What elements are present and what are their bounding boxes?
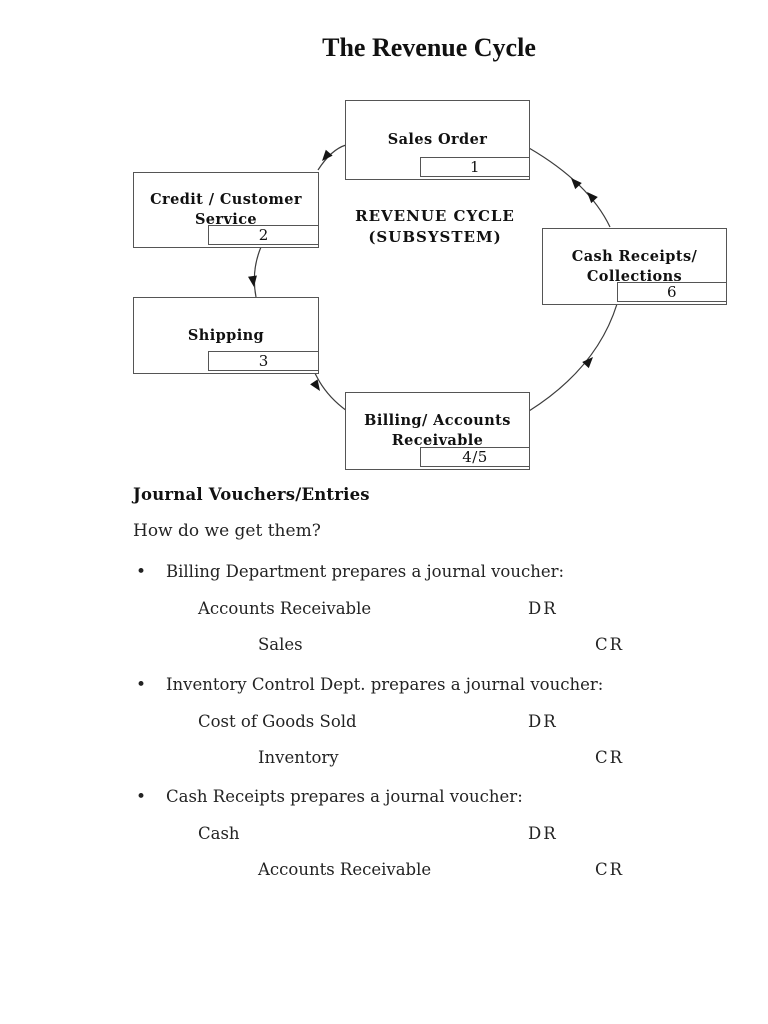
diagram-box-credit-customer-service: Credit / Customer Service 2 — [133, 172, 319, 248]
box-label: Credit / Customer — [150, 191, 302, 208]
page-title: The Revenue Cycle — [322, 33, 536, 62]
entry-description: Inventory Control Dept. prepares a journ… — [166, 675, 604, 694]
box-number: 4/5 — [462, 448, 488, 466]
credit-account: Accounts Receivable — [258, 860, 432, 879]
debit-side-label: DR — [528, 824, 558, 843]
debit-side-label: DR — [528, 712, 558, 731]
box-label: Billing/ Accounts — [364, 412, 511, 429]
debit-account: Accounts Receivable — [198, 599, 372, 618]
journal-entry-billing: • Billing Department prepares a journal … — [133, 561, 713, 661]
diagram-box-sales-order: Sales Order 1 — [345, 100, 530, 180]
arrowhead — [248, 275, 257, 287]
box-number-tab: 4/5 — [420, 447, 530, 467]
journal-entry-inventory-control: • Inventory Control Dept. prepares a jou… — [133, 674, 713, 774]
diagram-box-billing-accounts-receivable: Billing/ Accounts Receivable 4/5 — [345, 392, 530, 470]
arrowhead — [310, 379, 320, 391]
bullet-icon: • — [136, 787, 147, 807]
revenue-cycle-diagram: Sales Order 1 Credit / Customer Service … — [0, 0, 768, 480]
center-label-line1: REVENUE CYCLE — [355, 207, 515, 225]
cycle-arrows — [248, 144, 618, 412]
diagram-box-shipping: Shipping 3 — [133, 297, 319, 374]
box-number-tab: 2 — [208, 225, 319, 245]
arrowhead — [587, 192, 598, 204]
arrow-credit-to-shipping — [253, 246, 262, 298]
box-number: 1 — [469, 158, 481, 176]
bullet-icon: • — [136, 562, 147, 582]
box-number-tab: 6 — [617, 282, 727, 302]
debit-account: Cost of Goods Sold — [198, 712, 357, 731]
credit-account: Inventory — [258, 748, 339, 767]
credit-side-label: CR — [595, 635, 625, 654]
bullet-icon: • — [136, 675, 147, 695]
box-label: Receivable — [391, 432, 484, 449]
journal-heading: Journal Vouchers/Entries — [133, 485, 370, 504]
box-label: Cash Receipts/ — [571, 247, 698, 265]
journal-question: How do we get them? — [133, 521, 321, 541]
journal-entry-cash-receipts: • Cash Receipts prepares a journal vouch… — [133, 786, 713, 886]
box-number: 3 — [258, 352, 269, 370]
credit-side-label: CR — [595, 860, 625, 879]
credit-side-label: CR — [595, 748, 625, 767]
box-number-tab: 3 — [208, 351, 319, 371]
entry-description: Billing Department prepares a journal vo… — [166, 562, 565, 581]
credit-account: Sales — [258, 635, 303, 654]
box-label: Service — [194, 211, 258, 228]
box-label: Sales Order — [387, 131, 488, 148]
center-label-line2: (SUBSYSTEM) — [368, 228, 502, 246]
arrowhead — [582, 357, 593, 369]
arrowhead — [571, 178, 582, 190]
arrowhead — [322, 149, 333, 161]
box-number: 2 — [258, 226, 269, 244]
box-number-tab: 1 — [420, 157, 530, 177]
box-label: Collections — [586, 267, 683, 285]
diagram-center-label: REVENUE CYCLE (SUBSYSTEM) — [340, 206, 530, 248]
entry-description: Cash Receipts prepares a journal voucher… — [166, 787, 523, 806]
debit-account: Cash — [198, 824, 240, 843]
arrow-sales-to-credit — [317, 144, 347, 171]
box-number: 6 — [666, 283, 678, 301]
debit-side-label: DR — [528, 599, 558, 618]
box-label: Shipping — [187, 326, 265, 344]
diagram-box-cash-receipts-collections: Cash Receipts/ Collections 6 — [542, 228, 727, 305]
